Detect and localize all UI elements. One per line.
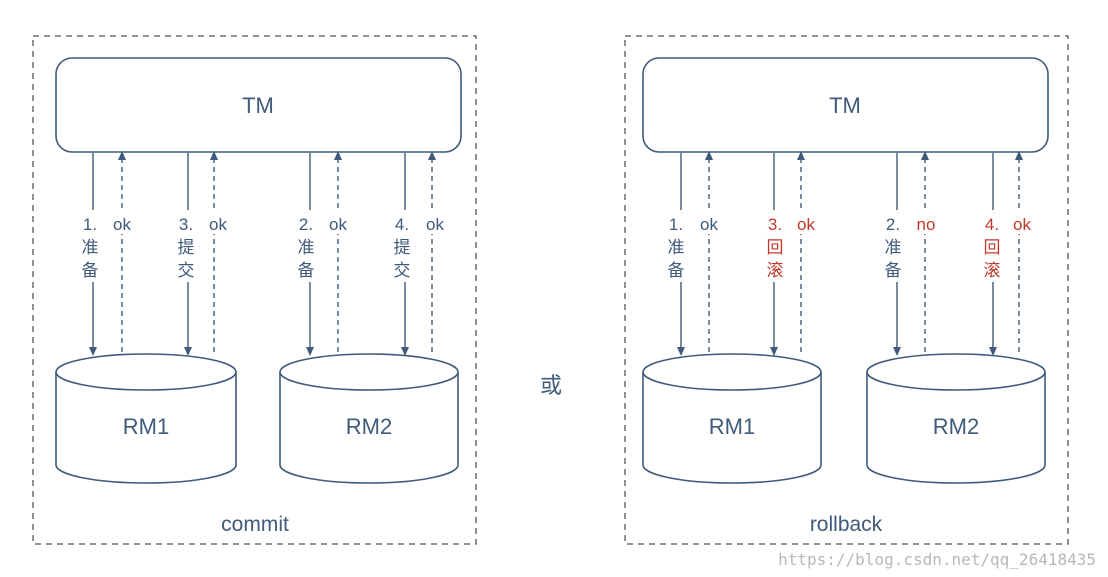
rm2-database-icon bbox=[279, 353, 459, 484]
svg-text:ok: ok bbox=[209, 215, 227, 234]
reply-label: ok bbox=[696, 212, 722, 234]
svg-text:ok: ok bbox=[426, 215, 444, 234]
svg-text:1.: 1. bbox=[669, 215, 683, 234]
rm1-database-icon bbox=[55, 353, 237, 484]
rm1-database-icon bbox=[642, 353, 822, 484]
commit-panel-border bbox=[32, 35, 477, 545]
rm2-label: RM2 bbox=[346, 414, 392, 439]
rm2-label: RM2 bbox=[933, 414, 979, 439]
reply-label: ok bbox=[326, 212, 352, 234]
svg-text:回: 回 bbox=[984, 238, 1001, 257]
rollback-panel: TM 1. 准 备 ok 3. 回 滚 ok bbox=[624, 35, 1069, 545]
rm1-label: RM1 bbox=[709, 414, 755, 439]
svg-text:提: 提 bbox=[394, 238, 411, 257]
svg-text:ok: ok bbox=[329, 215, 347, 234]
svg-text:ok: ok bbox=[1013, 215, 1031, 234]
step-label-highlight: 4. 回 滚 bbox=[978, 210, 1008, 282]
reply-label: ok bbox=[205, 212, 231, 234]
reply-label-highlight: no bbox=[912, 212, 938, 234]
svg-text:ok: ok bbox=[700, 215, 718, 234]
reply-label: ok bbox=[422, 212, 448, 234]
svg-text:备: 备 bbox=[885, 261, 902, 280]
rm1-label: RM1 bbox=[123, 414, 169, 439]
or-separator: 或 bbox=[540, 373, 562, 398]
svg-text:准: 准 bbox=[298, 238, 315, 257]
svg-text:3.: 3. bbox=[768, 215, 782, 234]
svg-text:滚: 滚 bbox=[984, 261, 1001, 280]
step-label: 3. 提 交 bbox=[172, 210, 202, 282]
step-label-highlight: 3. 回 滚 bbox=[760, 210, 790, 282]
svg-text:ok: ok bbox=[797, 215, 815, 234]
tm-label: TM bbox=[242, 93, 274, 118]
svg-text:回: 回 bbox=[767, 238, 784, 257]
panel-caption: commit bbox=[221, 513, 289, 536]
tm-label: TM bbox=[829, 93, 861, 118]
step-label: 4. 提 交 bbox=[389, 210, 419, 282]
svg-text:滚: 滚 bbox=[767, 261, 784, 280]
svg-text:ok: ok bbox=[113, 215, 131, 234]
tm-box-commit bbox=[55, 57, 462, 153]
svg-text:2.: 2. bbox=[299, 215, 313, 234]
svg-text:准: 准 bbox=[82, 238, 99, 257]
reply-label-highlight: ok bbox=[1009, 212, 1035, 234]
svg-text:交: 交 bbox=[394, 261, 411, 280]
step-label: 1. 准 备 bbox=[76, 210, 106, 282]
svg-text:3.: 3. bbox=[179, 215, 193, 234]
svg-text:准: 准 bbox=[885, 238, 902, 257]
svg-text:4.: 4. bbox=[985, 215, 999, 234]
reply-label-highlight: ok bbox=[793, 212, 819, 234]
svg-text:备: 备 bbox=[298, 261, 315, 280]
tm-box-rollback bbox=[642, 57, 1049, 153]
step-label: 2. 准 备 bbox=[293, 210, 323, 282]
commit-panel: TM 1. 准 备 ok 3. 提 交 ok bbox=[32, 35, 477, 545]
rm2-database-icon bbox=[866, 353, 1046, 484]
reply-label: ok bbox=[110, 212, 136, 234]
panel-caption: rollback bbox=[810, 513, 883, 536]
watermark-url: https://blog.csdn.net/qq_26418435 bbox=[778, 550, 1096, 569]
rollback-panel-border bbox=[624, 35, 1069, 545]
svg-text:提: 提 bbox=[178, 238, 195, 257]
svg-text:1.: 1. bbox=[83, 215, 97, 234]
svg-text:4.: 4. bbox=[395, 215, 409, 234]
svg-text:准: 准 bbox=[668, 238, 685, 257]
step-label: 2. 准 备 bbox=[880, 210, 910, 282]
svg-text:备: 备 bbox=[82, 261, 99, 280]
svg-text:交: 交 bbox=[178, 261, 195, 280]
svg-text:no: no bbox=[917, 215, 936, 234]
step-label: 1. 准 备 bbox=[662, 210, 692, 282]
svg-text:备: 备 bbox=[668, 261, 685, 280]
svg-text:2.: 2. bbox=[886, 215, 900, 234]
